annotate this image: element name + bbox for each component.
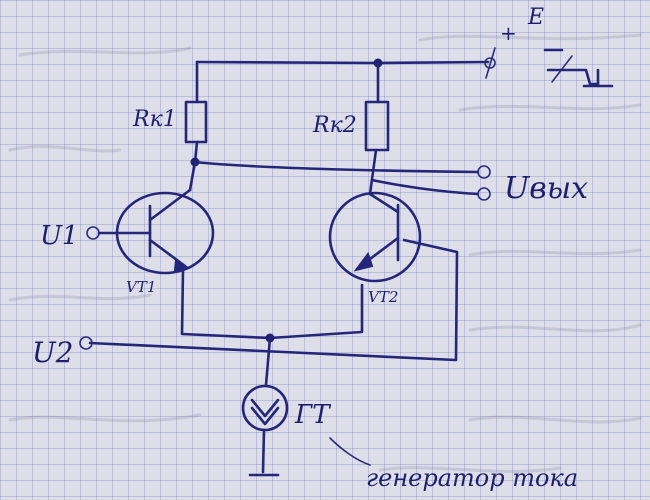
vt2-collector-lead xyxy=(368,148,378,196)
gt-label: ГТ xyxy=(294,400,331,430)
rk1-label: Rк1 xyxy=(132,107,177,132)
out-terminal-2 xyxy=(477,187,491,201)
rk2-label: Rк2 xyxy=(312,113,357,138)
current-generator xyxy=(241,384,289,432)
rk1-resistor xyxy=(184,100,208,144)
vt1-label: VT1 xyxy=(126,278,156,296)
e-plus-label: + xyxy=(500,21,517,45)
caption-pointer xyxy=(329,437,371,466)
transistor-vt1 xyxy=(115,188,215,275)
supply-terminal xyxy=(484,57,496,69)
emitter-wire xyxy=(180,268,364,340)
vt1-collector-lead xyxy=(188,160,197,192)
u-out-label: Uвых xyxy=(504,171,588,206)
out-wire-1 xyxy=(193,160,480,174)
battery-symbol xyxy=(543,48,614,88)
tail-to-source xyxy=(264,336,272,387)
u1-terminal xyxy=(86,226,100,240)
bleed-through xyxy=(8,33,642,473)
ground-lead xyxy=(261,428,266,474)
supply-terminal-mark xyxy=(485,47,496,79)
transistor-vt2 xyxy=(88,191,459,362)
rk2-resistor xyxy=(364,100,390,152)
u2-terminal xyxy=(79,336,93,350)
e-label: E xyxy=(527,5,544,30)
vt2-label: VT2 xyxy=(368,288,398,306)
gt-caption: генератор тока xyxy=(366,464,578,492)
u1-label: U1 xyxy=(40,221,78,251)
out-terminal-1 xyxy=(477,165,491,179)
supply-rail xyxy=(195,60,490,65)
out-wire-2 xyxy=(370,178,480,196)
u2-label: U2 xyxy=(32,336,73,369)
